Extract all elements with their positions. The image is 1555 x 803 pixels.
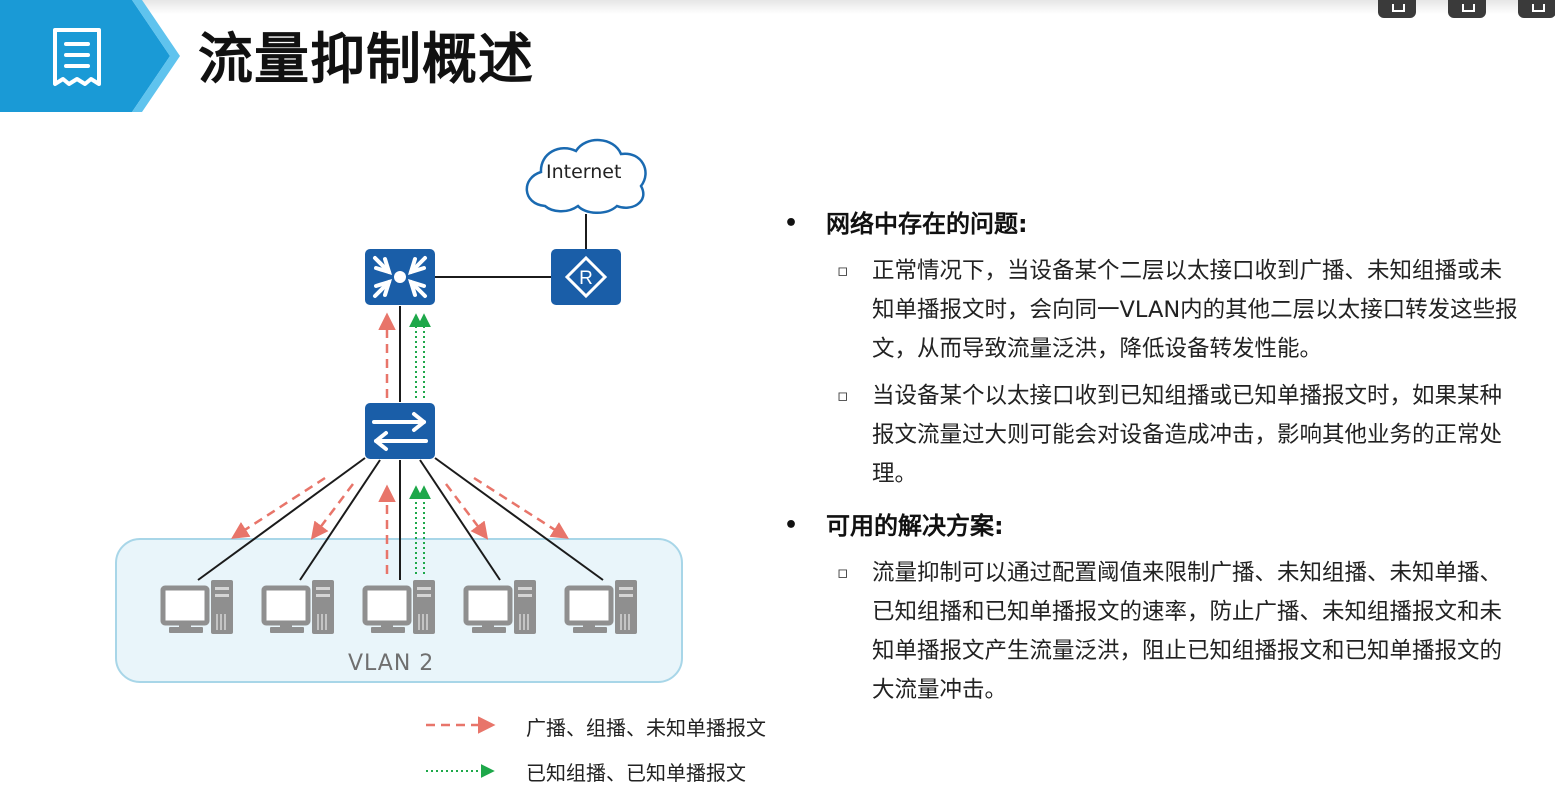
section-problems: 网络中存在的问题: 正常情况下，当设备某个二层以太接口收到广播、未知组播或未知单… bbox=[780, 204, 1540, 494]
internet-label: Internet bbox=[546, 161, 622, 183]
red-arrow-to-pc2 bbox=[310, 483, 354, 540]
link-access-pc1 bbox=[197, 457, 366, 581]
toolbar-button[interactable] bbox=[1448, 0, 1486, 18]
section-heading: 可用的解决方案: bbox=[780, 506, 1540, 546]
access-switch-icon bbox=[365, 403, 435, 459]
svg-text:R: R bbox=[579, 268, 593, 289]
bullet-item: 正常情况下，当设备某个二层以太接口收到广播、未知组播或未知单播报文时，会向同一V… bbox=[780, 252, 1522, 369]
page-title: 流量抑制概述 bbox=[198, 27, 535, 91]
legend-red-label: 广播、组播、未知单播报文 bbox=[526, 716, 766, 740]
section-solutions: 可用的解决方案: 流量抑制可以通过配置阈值来限制广播、未知组播、未知单播、已知组… bbox=[780, 506, 1540, 710]
header-banner bbox=[0, 0, 180, 112]
legend-green-label: 已知组播、已知单播报文 bbox=[526, 761, 746, 785]
toolbar-button[interactable] bbox=[1378, 0, 1416, 18]
red-arrow-to-pc1 bbox=[231, 476, 326, 539]
red-arrow-to-pc4 bbox=[445, 483, 489, 540]
vlan-label: VLAN 2 bbox=[348, 651, 435, 676]
internet-cloud bbox=[525, 138, 647, 214]
document-list-icon bbox=[53, 28, 101, 86]
link-access-pc2 bbox=[299, 459, 381, 581]
content-panel: 网络中存在的问题: 正常情况下，当设备某个二层以太接口收到广播、未知组播或未知单… bbox=[780, 204, 1540, 722]
core-switch-icon bbox=[365, 249, 435, 305]
link-access-pc5 bbox=[434, 457, 604, 581]
link-access-pc4 bbox=[419, 459, 501, 581]
section-heading: 网络中存在的问题: bbox=[780, 204, 1540, 244]
red-arrow-to-pc5 bbox=[473, 476, 569, 539]
bullet-item: 当设备某个以太接口收到已知组播或已知单播报文时，如果某种报文流量过大则可能会对设… bbox=[780, 377, 1522, 494]
toolbar-button[interactable] bbox=[1518, 0, 1555, 18]
bullet-item: 流量抑制可以通过配置阈值来限制广播、未知组播、未知单播、已知组播和已知单播报文的… bbox=[780, 554, 1522, 710]
network-diagram: R bbox=[115, 138, 683, 778]
router-icon: R bbox=[551, 249, 621, 305]
top-shadow bbox=[0, 0, 1555, 14]
